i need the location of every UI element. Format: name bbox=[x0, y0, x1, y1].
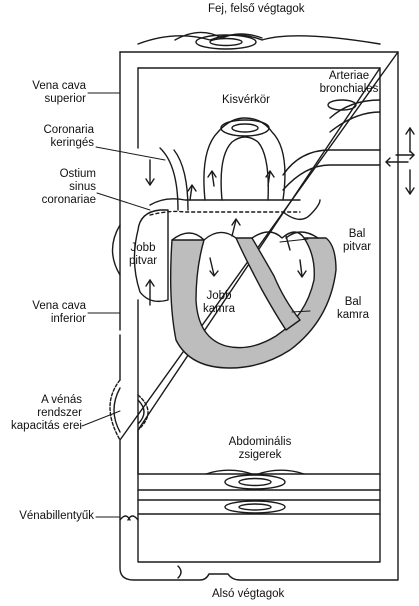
lower-limbs-capillary-bed bbox=[138, 500, 380, 514]
label-jobb-kamra: Jobb kamra bbox=[198, 290, 240, 316]
label-abdominalis-zsigerek: Abdominális zsigerek bbox=[222, 436, 298, 462]
venous-valves bbox=[120, 516, 181, 578]
label-vena-cava-superior: Vena cava superior bbox=[6, 80, 86, 106]
label-head-upper-limbs: Fej, felső végtagok bbox=[208, 3, 305, 16]
label-jobb-pitvar: Jobb pitvar bbox=[122, 242, 164, 268]
label-bal-kamra: Bal kamra bbox=[332, 296, 374, 322]
bronchial-arteries bbox=[328, 100, 380, 132]
label-arteriae-bronchiales: Arteriae bronchiales bbox=[308, 70, 390, 96]
label-coronaria-keringes: Coronaria keringés bbox=[6, 124, 94, 150]
label-ostium-sinus-coronariae: Ostium sinus coronariae bbox=[6, 168, 96, 207]
label-bal-pitvar: Bal pitvar bbox=[336, 228, 378, 254]
label-lower-limbs: Alsó végtagok bbox=[212, 588, 284, 601]
label-kisverkor: Kisvérkör bbox=[222, 94, 270, 107]
label-vena-cava-inferior: Vena cava inferior bbox=[6, 300, 86, 326]
pulmonary-circuit bbox=[204, 118, 380, 200]
right-side-arrows bbox=[386, 128, 414, 194]
septum bbox=[236, 238, 300, 330]
head-capillary-bed bbox=[138, 32, 380, 49]
label-venas-rendszer: A vénás rendszer kapacitás erei bbox=[2, 394, 82, 433]
label-venabillentyuk: Vénabillentyűk bbox=[4, 510, 94, 523]
